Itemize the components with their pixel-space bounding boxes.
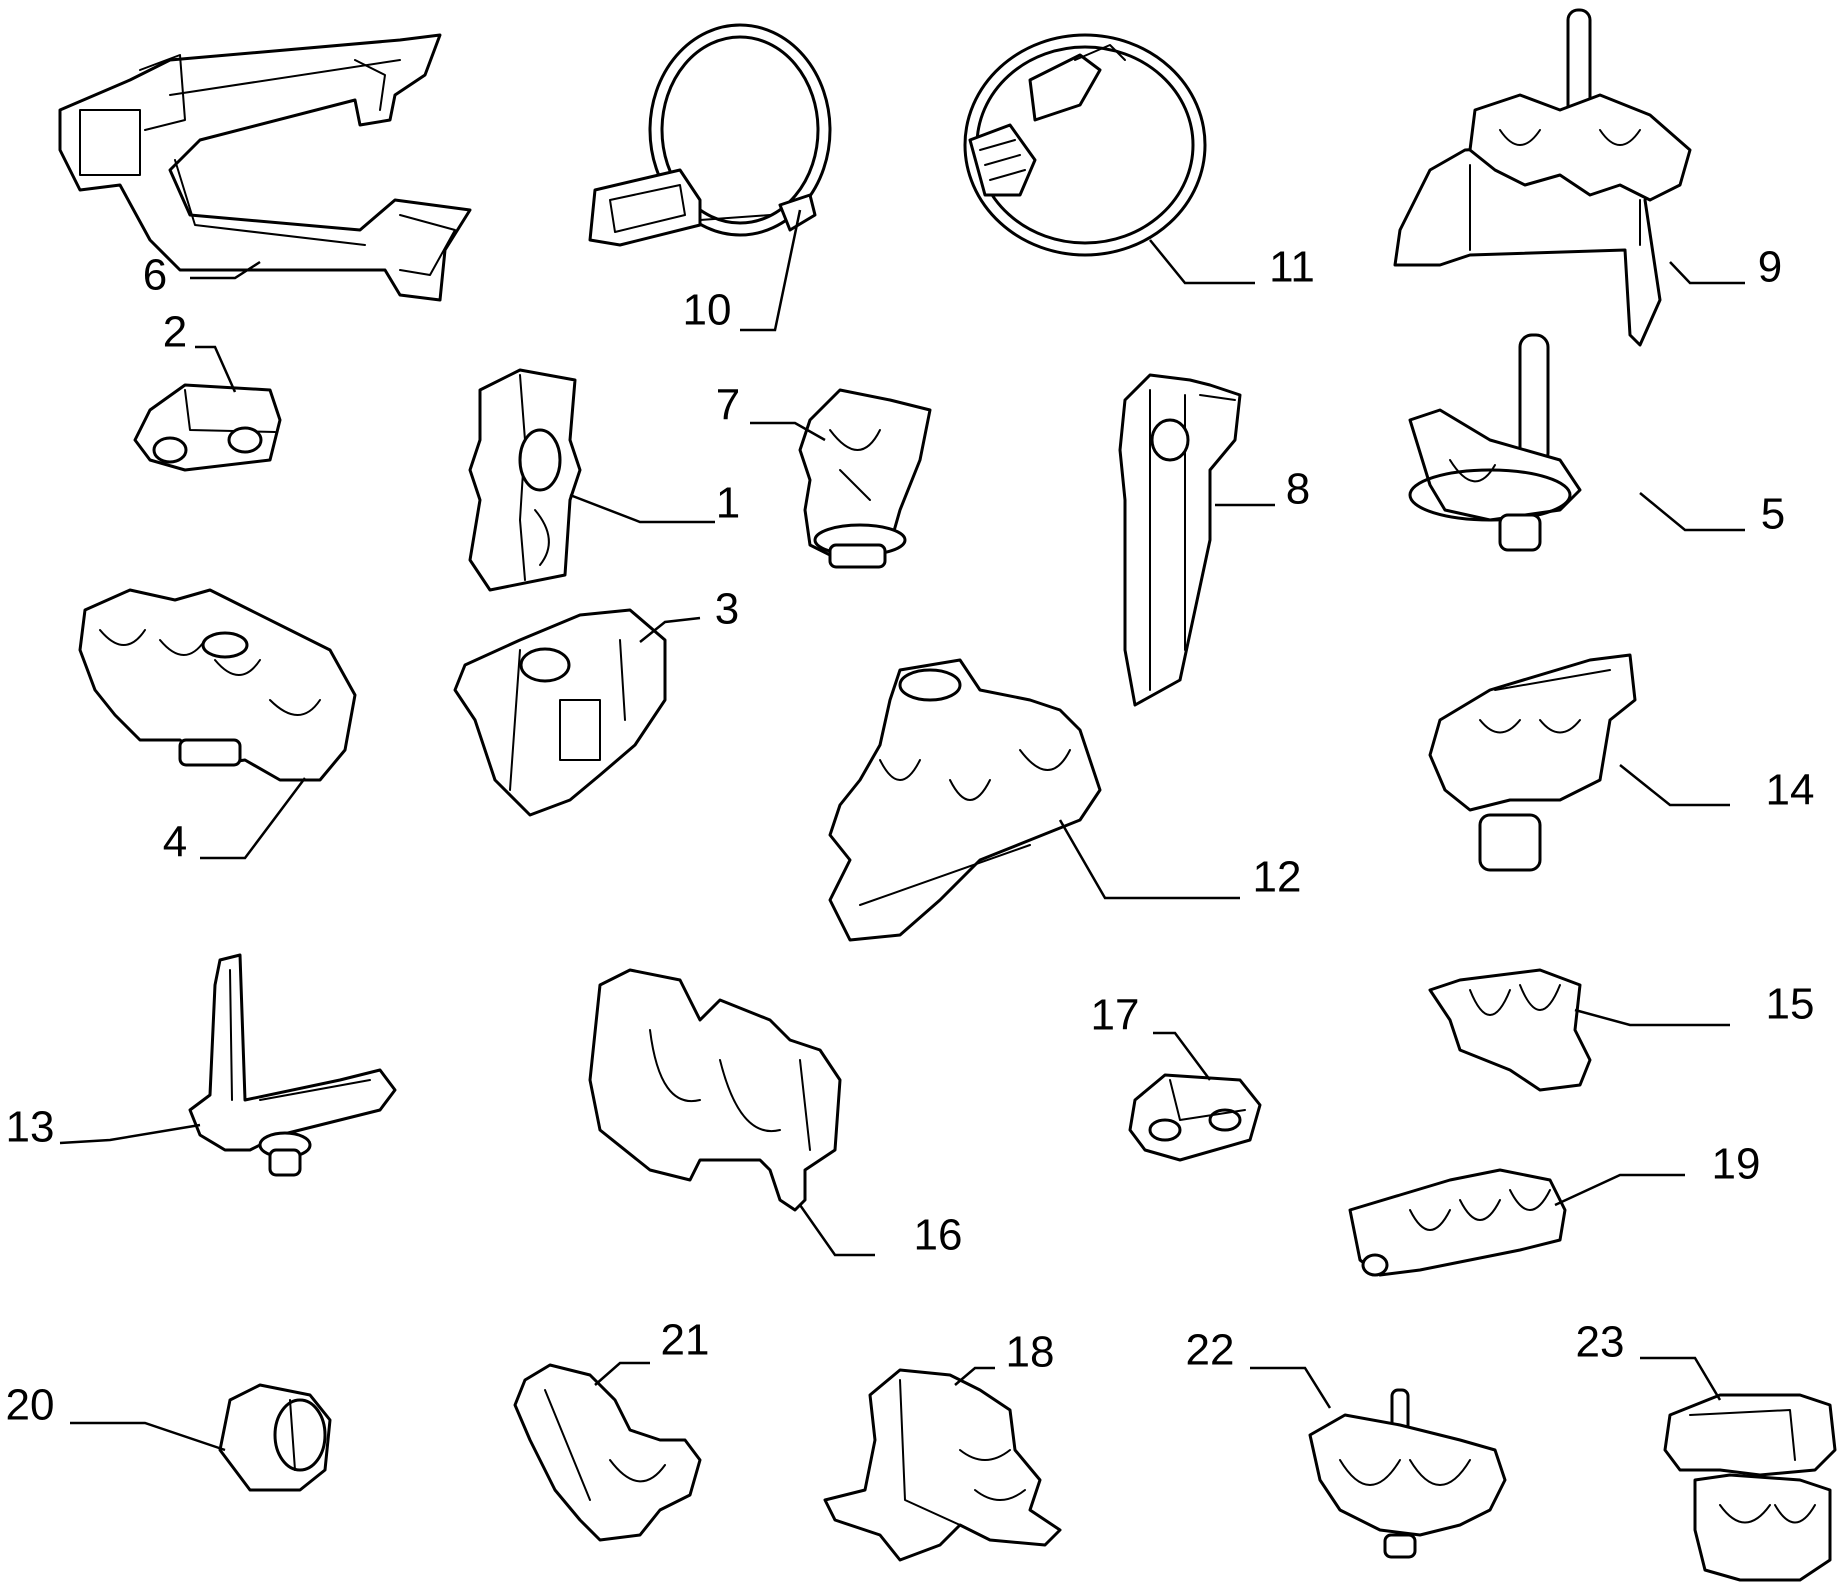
leader-15: [1574, 1008, 1730, 1027]
callout-labels: 6 10 11 9 2 1 7 8 5 3 4 14 12 13 16 17 1…: [6, 243, 1815, 1430]
leader-2: [195, 345, 237, 393]
leader-14: [1619, 764, 1730, 807]
part-15-two-channel-clip: [1428, 968, 1592, 1092]
part-10-hose-clamp: [588, 23, 832, 247]
callout-15: 15: [1766, 980, 1815, 1029]
part-11-band-clamp: [963, 33, 1207, 257]
part-7-push-clip: [798, 388, 932, 569]
part-17-small-grommet: [1128, 1073, 1262, 1162]
callout-17: 17: [1091, 991, 1140, 1040]
callout-20: 20: [6, 1381, 55, 1430]
callout-6: 6: [143, 251, 167, 300]
leader-12: [1058, 819, 1240, 900]
leader-22: [1250, 1366, 1332, 1409]
part-22-stud-double-clip: [1308, 1388, 1507, 1559]
callout-1: 1: [716, 479, 740, 528]
callout-11: 11: [1269, 243, 1315, 292]
part-20-sleeve: [218, 1383, 332, 1492]
callout-18: 18: [1006, 1328, 1055, 1377]
callout-10: 10: [683, 286, 732, 335]
leader-20: [70, 1421, 226, 1452]
leader-18: [954, 1366, 995, 1386]
callout-12: 12: [1253, 853, 1302, 902]
leader-21: [594, 1361, 650, 1386]
part-3-block-clip: [453, 608, 667, 817]
part-21-angled-clip: [513, 1363, 702, 1542]
callout-16: 16: [914, 1211, 963, 1260]
callout-4: 4: [163, 818, 187, 867]
part-5-stud-disc-clip: [1408, 333, 1582, 552]
part-18-bent-bracket: [823, 1368, 1062, 1562]
callout-2: 2: [163, 308, 187, 357]
part-14-multi-channel-clip: [1428, 653, 1637, 872]
leader-lines: [59, 209, 1745, 1452]
part-9-multi-clip: [1393, 8, 1692, 347]
callout-8: 8: [1286, 465, 1310, 514]
part-19-triple-channel-clip: [1348, 1168, 1567, 1277]
leader-3: [639, 616, 701, 643]
part-23-channel-clip: [1663, 1393, 1837, 1582]
leader-6: [190, 260, 261, 280]
callout-7: 7: [716, 381, 740, 430]
leader-7: [750, 421, 826, 442]
leader-17: [1153, 1031, 1212, 1081]
callout-14: 14: [1766, 766, 1815, 815]
callout-23: 23: [1576, 1318, 1625, 1367]
leader-23: [1640, 1356, 1722, 1401]
callout-22: 22: [1186, 1326, 1235, 1375]
part-16-two-pipe-clip: [588, 968, 842, 1212]
leader-11: [1149, 239, 1255, 285]
part-1-vertical-clip: [468, 368, 582, 592]
callout-5: 5: [1761, 490, 1785, 539]
part-13-vertical-bracket: [188, 953, 397, 1177]
part-2-grommet: [133, 383, 282, 472]
callout-21: 21: [661, 1316, 710, 1365]
leader-5: [1639, 492, 1745, 532]
callout-19: 19: [1712, 1140, 1761, 1189]
leader-1: [569, 493, 715, 524]
callout-3: 3: [715, 585, 739, 634]
part-12-multi-pipe-clip: [828, 658, 1102, 942]
callout-13: 13: [6, 1103, 55, 1152]
part-6-bracket: [58, 33, 472, 302]
leader-16: [798, 1204, 875, 1257]
leader-9: [1669, 261, 1745, 285]
leader-13: [59, 1123, 201, 1145]
part-8-strap-clip: [1118, 373, 1242, 707]
leader-4: [200, 777, 306, 860]
part-4-multi-pipe-clip: [78, 588, 357, 782]
leader-10: [740, 209, 802, 332]
callout-9: 9: [1758, 243, 1782, 292]
leader-19: [1554, 1173, 1685, 1207]
